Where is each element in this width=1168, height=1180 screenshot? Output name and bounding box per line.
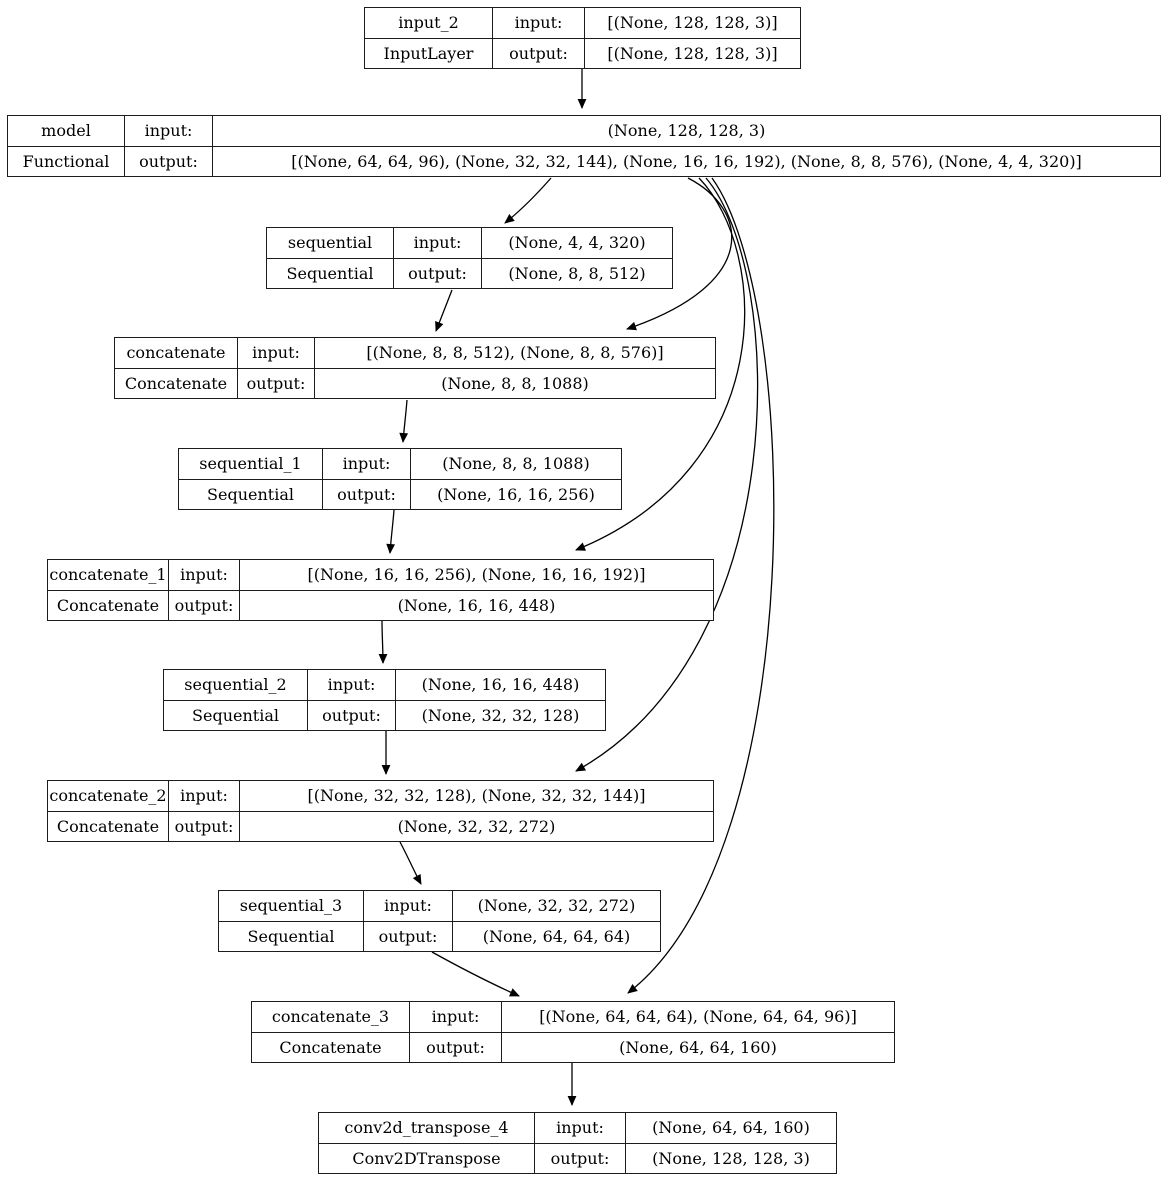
input-shape-cell: [(None, 128, 128, 3)] <box>607 13 778 33</box>
output-label-cell: output: <box>535 1143 626 1173</box>
node-conv2d_transpose_4: conv2d_transpose_4 input: (None, 64, 64,… <box>318 1112 837 1174</box>
output-label-cell: output: <box>238 368 315 398</box>
layer-type-cell: Concatenate <box>48 590 169 620</box>
layer-type-cell: Concatenate <box>115 368 238 398</box>
layer-name-cell: conv2d_transpose_4 <box>319 1113 535 1143</box>
output-shape-cell: (None, 32, 32, 272) <box>397 816 556 836</box>
node-sequential_3: sequential_3 input: (None, 32, 32, 272) … <box>218 890 661 952</box>
output-shape-cell: (None, 16, 16, 448) <box>397 595 556 615</box>
output-label-cell: output: <box>125 146 213 176</box>
input-label-cell: input: <box>364 891 453 921</box>
output-shape-cell: (None, 32, 32, 128) <box>421 705 580 725</box>
layer-type-cell: InputLayer <box>365 38 493 68</box>
input-shape-cell: (None, 64, 64, 160) <box>652 1118 810 1138</box>
edge-model-concatenate <box>626 177 733 331</box>
output-label-cell: output: <box>394 258 482 288</box>
output-shape-cell: (None, 16, 16, 256) <box>437 484 595 504</box>
edge-model-concatenate_1 <box>575 177 746 551</box>
input-shape-cell: (None, 4, 4, 320) <box>508 233 646 253</box>
output-shape-cell: (None, 8, 8, 1088) <box>441 373 589 393</box>
output-label-cell: output: <box>410 1032 502 1062</box>
layer-name-cell: concatenate_1 <box>48 560 169 590</box>
edge-sequential-concatenate <box>435 289 453 332</box>
layer-name-cell: sequential_3 <box>219 891 364 921</box>
layer-type-cell: Concatenate <box>48 811 169 841</box>
edge-model-concatenate_2 <box>575 177 759 772</box>
layer-type-cell: Concatenate <box>252 1032 410 1062</box>
input-shape-cell: [(None, 8, 8, 512), (None, 8, 8, 576)] <box>366 343 664 363</box>
layer-name-cell: input_2 <box>365 8 493 38</box>
node-model: model input: (None, 128, 128, 3) Functio… <box>7 115 1161 177</box>
output-label-cell: output: <box>364 921 453 951</box>
output-shape-cell: (None, 64, 64, 64) <box>482 926 631 946</box>
node-concatenate_2: concatenate_2 input: [(None, 32, 32, 128… <box>47 780 714 842</box>
layer-name-cell: sequential_2 <box>164 670 308 700</box>
output-shape-cell: [(None, 128, 128, 3)] <box>607 43 778 63</box>
input-shape-cell: (None, 8, 8, 1088) <box>442 454 590 474</box>
output-label-cell: output: <box>308 700 396 730</box>
input-shape-cell: [(None, 32, 32, 128), (None, 32, 32, 144… <box>307 786 646 806</box>
edge-concatenate-sequential_1 <box>399 399 409 443</box>
input-label-cell: input: <box>493 8 585 38</box>
input-label-cell: input: <box>323 449 411 479</box>
input-label-cell: input: <box>308 670 396 700</box>
layer-name-cell: sequential <box>267 228 394 258</box>
input-label-cell: input: <box>394 228 482 258</box>
output-shape-cell: [(None, 64, 64, 96), (None, 32, 32, 144)… <box>291 151 1082 171</box>
input-label-cell: input: <box>238 338 315 368</box>
edge-concatenate_2-sequential_3 <box>399 841 422 885</box>
output-shape-cell: (None, 64, 64, 160) <box>619 1037 777 1057</box>
output-label-cell: output: <box>493 38 585 68</box>
edge-concatenate_1-sequential_2 <box>378 620 388 664</box>
input-label-cell: input: <box>169 781 240 811</box>
layer-type-cell: Sequential <box>219 921 364 951</box>
input-shape-cell: (None, 128, 128, 3) <box>607 121 766 141</box>
output-label-cell: output: <box>323 479 411 509</box>
input-label-cell: input: <box>410 1002 502 1032</box>
input-label-cell: input: <box>169 560 240 590</box>
edge-model-concatenate_3 <box>627 177 775 994</box>
input-shape-cell: (None, 16, 16, 448) <box>421 675 580 695</box>
layer-type-cell: Functional <box>8 146 125 176</box>
layer-type-cell: Sequential <box>267 258 394 288</box>
layer-name-cell: concatenate <box>115 338 238 368</box>
input-shape-cell: (None, 32, 32, 272) <box>477 896 636 916</box>
input-shape-cell: [(None, 16, 16, 256), (None, 16, 16, 192… <box>307 565 646 585</box>
node-sequential: sequential input: (None, 4, 4, 320) Sequ… <box>266 227 673 289</box>
edge-sequential_3-concatenate_3 <box>431 951 520 997</box>
input-label-cell: input: <box>535 1113 626 1143</box>
edge-model-sequential <box>504 177 552 224</box>
layer-type-cell: Sequential <box>164 700 308 730</box>
node-sequential_1: sequential_1 input: (None, 8, 8, 1088) S… <box>178 448 622 510</box>
output-label-cell: output: <box>169 811 240 841</box>
edge-sequential_1-concatenate_1 <box>386 509 396 554</box>
node-concatenate: concatenate input: [(None, 8, 8, 512), (… <box>114 337 716 399</box>
input-label-cell: input: <box>125 116 213 146</box>
layer-type-cell: Conv2DTranspose <box>319 1143 535 1173</box>
layer-name-cell: concatenate_3 <box>252 1002 410 1032</box>
output-shape-cell: (None, 128, 128, 3) <box>652 1148 810 1168</box>
node-concatenate_3: concatenate_3 input: [(None, 64, 64, 64)… <box>251 1001 895 1063</box>
node-input_2: input_2 input: [(None, 128, 128, 3)] Inp… <box>364 7 801 69</box>
layer-name-cell: model <box>8 116 125 146</box>
layer-name-cell: sequential_1 <box>179 449 323 479</box>
layer-name-cell: concatenate_2 <box>48 781 169 811</box>
node-concatenate_1: concatenate_1 input: [(None, 16, 16, 256… <box>47 559 714 621</box>
node-sequential_2: sequential_2 input: (None, 16, 16, 448) … <box>163 669 606 731</box>
input-shape-cell: [(None, 64, 64, 64), (None, 64, 64, 96)] <box>539 1007 857 1027</box>
output-label-cell: output: <box>169 590 240 620</box>
output-shape-cell: (None, 8, 8, 512) <box>508 263 646 283</box>
layer-type-cell: Sequential <box>179 479 323 509</box>
